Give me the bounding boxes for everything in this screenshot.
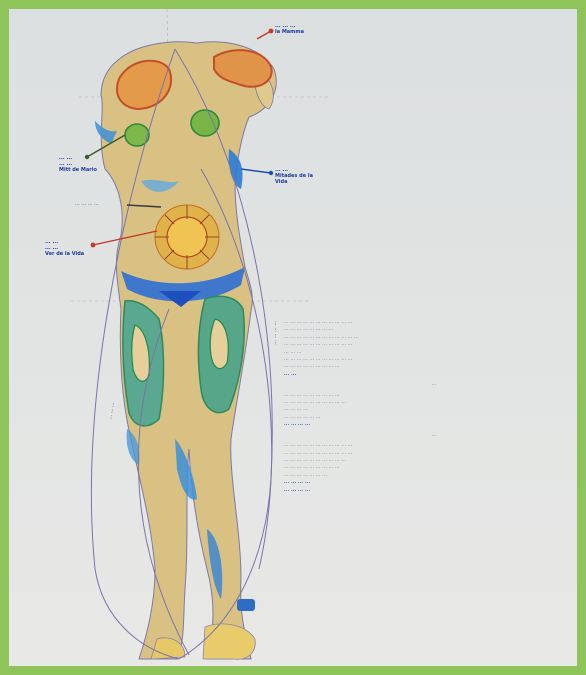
ankle-mark [237, 599, 255, 611]
notes-head-1: ... [284, 381, 584, 388]
notes-head-2: ... [284, 432, 584, 439]
notes-blue-1: ... ... [284, 371, 584, 378]
drawing-paper: ... ... ... la Mamma ... ... ... ... Mit… [9, 9, 577, 666]
arrow-head [269, 171, 273, 175]
notes-blue-3: ... ... ... ... ... ... ... ... [284, 479, 584, 494]
notes-paragraph-4: ... ... ... ... ... ... ... ... ... ... … [284, 442, 584, 479]
notes-blue-2: ... ... ... ... [284, 421, 584, 428]
vertical-label-right-thigh: ... ... ... ... [273, 321, 279, 345]
notes-paragraph-3: ... ... ... ... ... ... ... ... ... ... … [284, 392, 584, 422]
annotation-left-breast: ... ... ... ... Mitt de Mario [59, 155, 97, 173]
notes-paragraph-2: ... ... ... ... ... ... ... ... ... ... … [284, 356, 584, 371]
handwritten-notes: ... ... ... ... ... ... ... ... ... ... … [284, 319, 584, 494]
navel-mark [155, 205, 219, 269]
arrow-line [241, 169, 271, 173]
right-foot [203, 624, 255, 659]
arrow-head [91, 243, 96, 248]
annotation-top-right: ... ... ... la Mamma [275, 23, 304, 35]
notes-paragraph-1: ... ... ... ... ... ... ... ... ... ... … [284, 319, 584, 356]
arrow-line [257, 31, 271, 39]
annotation-hip-left: ... ... ... ... Ver de la Vida [45, 239, 84, 257]
annotation-right-side: ... ... Mitades de la Vida [275, 167, 313, 185]
arrow-head [269, 29, 274, 34]
right-breast-mark [191, 110, 219, 136]
annotation-navel-left: ... ... ... ... [75, 201, 99, 207]
